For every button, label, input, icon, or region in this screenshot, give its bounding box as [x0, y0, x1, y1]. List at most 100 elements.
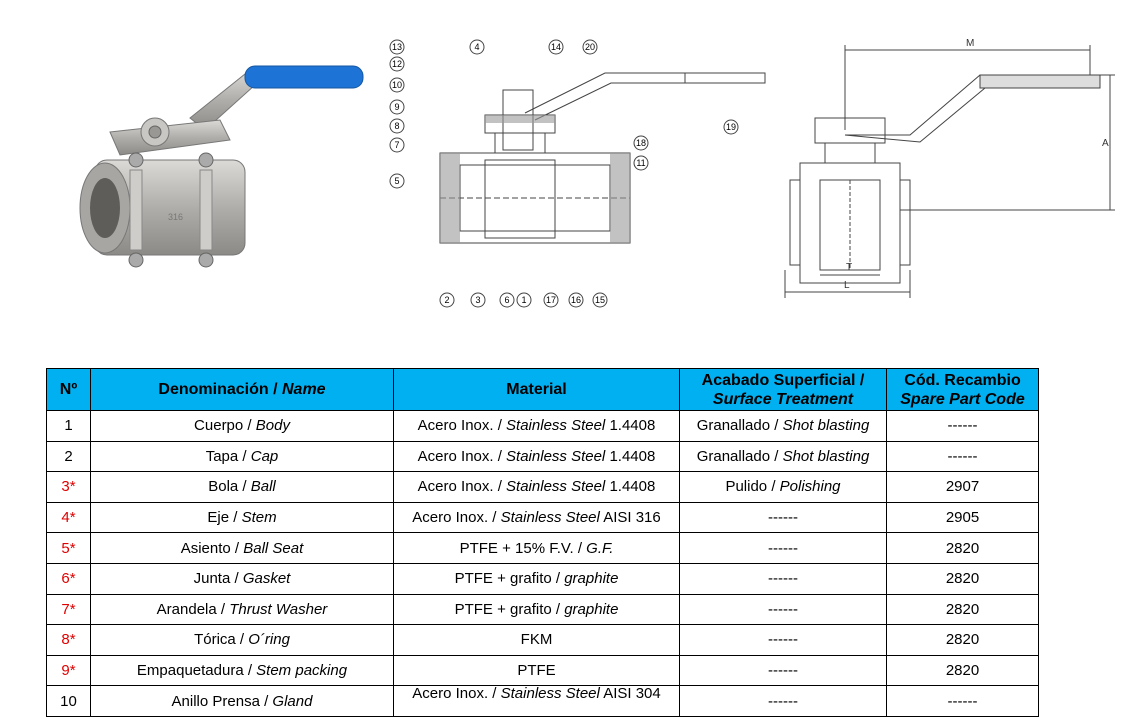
dimension-drawing: M A T L [784, 38, 1115, 298]
callout-label: 5 [394, 176, 399, 186]
callout-circle [516, 292, 532, 308]
cell-name: Anillo Prensa / Gland [90, 685, 394, 717]
callout-label: 9 [394, 102, 399, 112]
handle-grip [244, 65, 364, 89]
callout-circle [499, 292, 515, 308]
cell-material: Acero Inox. / Stainless Steel 1.4408 [393, 410, 680, 442]
cell-material: PTFE + 15% F.V. / G.F. [393, 532, 680, 564]
callout-circle [389, 56, 405, 72]
cell-material: PTFE [393, 654, 680, 687]
cell-no: 10 [46, 685, 91, 717]
cell-name: Eje / Stem [90, 501, 394, 534]
cell-surface: ------ [679, 624, 887, 656]
callout-label: 2 [444, 295, 449, 305]
callout-circle [389, 99, 405, 115]
cell-name: Arandela / Thrust Washer [90, 593, 394, 626]
cell-name: Bola / Ball [90, 471, 394, 503]
dim-label-m: M [966, 38, 974, 49]
cell-surface: ------ [679, 562, 887, 595]
callout-label: 17 [546, 295, 556, 305]
valve-photo: 316 [79, 65, 364, 268]
cell-material: Acero Inox. / Stainless Steel 1.4408 [393, 471, 680, 503]
cell-material: Acero Inox. / Stainless Steel AISI 304 [393, 685, 680, 717]
cell-material: Acero Inox. / Stainless Steel 1.4408 [393, 440, 680, 473]
cell-no: 5* [46, 532, 91, 564]
callout-label: 11 [636, 158, 645, 168]
header-no: Nº [46, 368, 91, 411]
cell-surface: Pulido / Polishing [679, 471, 887, 503]
callout-label: 1 [521, 295, 526, 305]
cell-surface: ------ [679, 532, 887, 564]
cell-spare-code: 2820 [886, 562, 1039, 595]
cell-surface: ------ [679, 654, 887, 687]
valve-marking: 316 [168, 212, 183, 222]
callout-label: 13 [392, 42, 402, 52]
cell-spare-code: 2905 [886, 501, 1039, 534]
callout-circle [633, 155, 649, 171]
callout-label: 19 [726, 122, 736, 132]
cell-material: PTFE + grafito / graphite [393, 562, 680, 595]
cell-spare-code: ------ [886, 440, 1039, 473]
cell-material: PTFE + grafito / graphite [393, 593, 680, 626]
callout-label: 3 [475, 295, 480, 305]
dim-label-l: L [844, 280, 850, 291]
cell-no: 1 [46, 410, 91, 442]
cell-spare-code: 2820 [886, 532, 1039, 564]
cell-no: 3* [46, 471, 91, 503]
cell-no: 6* [46, 562, 91, 595]
callout-circle [633, 135, 649, 151]
callout-circle [470, 292, 486, 308]
header-surface: Acabado Superficial /Surface Treatment [679, 368, 887, 411]
header-name: Denominación / Name [90, 368, 394, 411]
parts-table: Nº Denominación / Name Material Acabado … [46, 368, 1039, 717]
callout-label: 4 [474, 42, 479, 52]
cell-no: 4* [46, 501, 91, 534]
callout-label: 20 [585, 42, 595, 52]
cell-spare-code: 2820 [886, 654, 1039, 687]
cell-name: Tapa / Cap [90, 440, 394, 473]
cell-spare-code: ------ [886, 685, 1039, 717]
cell-spare-code: 2820 [886, 624, 1039, 656]
cell-name: Junta / Gasket [90, 562, 394, 595]
dim-label-t: T [846, 262, 852, 273]
callout-circle [723, 119, 739, 135]
callout-circle [469, 39, 485, 55]
cell-spare-code: ------ [886, 410, 1039, 442]
cell-material: Acero Inox. / Stainless Steel AISI 316 [393, 501, 680, 534]
cell-surface: ------ [679, 593, 887, 626]
cell-name: Empaquetadura / Stem packing [90, 654, 394, 687]
callout-circle [568, 292, 584, 308]
cell-surface: ------ [679, 685, 887, 717]
callout-circle [592, 292, 608, 308]
cell-spare-code: 2907 [886, 471, 1039, 503]
callout-label: 8 [394, 121, 399, 131]
cell-surface: ------ [679, 501, 887, 534]
callout-label: 15 [595, 295, 605, 305]
callout-circle [543, 292, 559, 308]
callout-label: 16 [571, 295, 581, 305]
callout-circle [582, 39, 598, 55]
table-header-row: Nº Denominación / Name Material Acabado … [46, 368, 1039, 411]
callout-circle [439, 292, 455, 308]
cell-surface: Granallado / Shot blasting [679, 440, 887, 473]
callout-circle [548, 39, 564, 55]
cell-material: FKM [393, 624, 680, 656]
cell-name: Asiento / Ball Seat [90, 532, 394, 564]
cell-no: 9* [46, 654, 91, 687]
cell-name: Cuerpo / Body [90, 410, 394, 442]
callout-circle [389, 118, 405, 134]
callout-circle [389, 39, 405, 55]
cell-no: 2 [46, 440, 91, 473]
callout-circle [389, 173, 405, 189]
